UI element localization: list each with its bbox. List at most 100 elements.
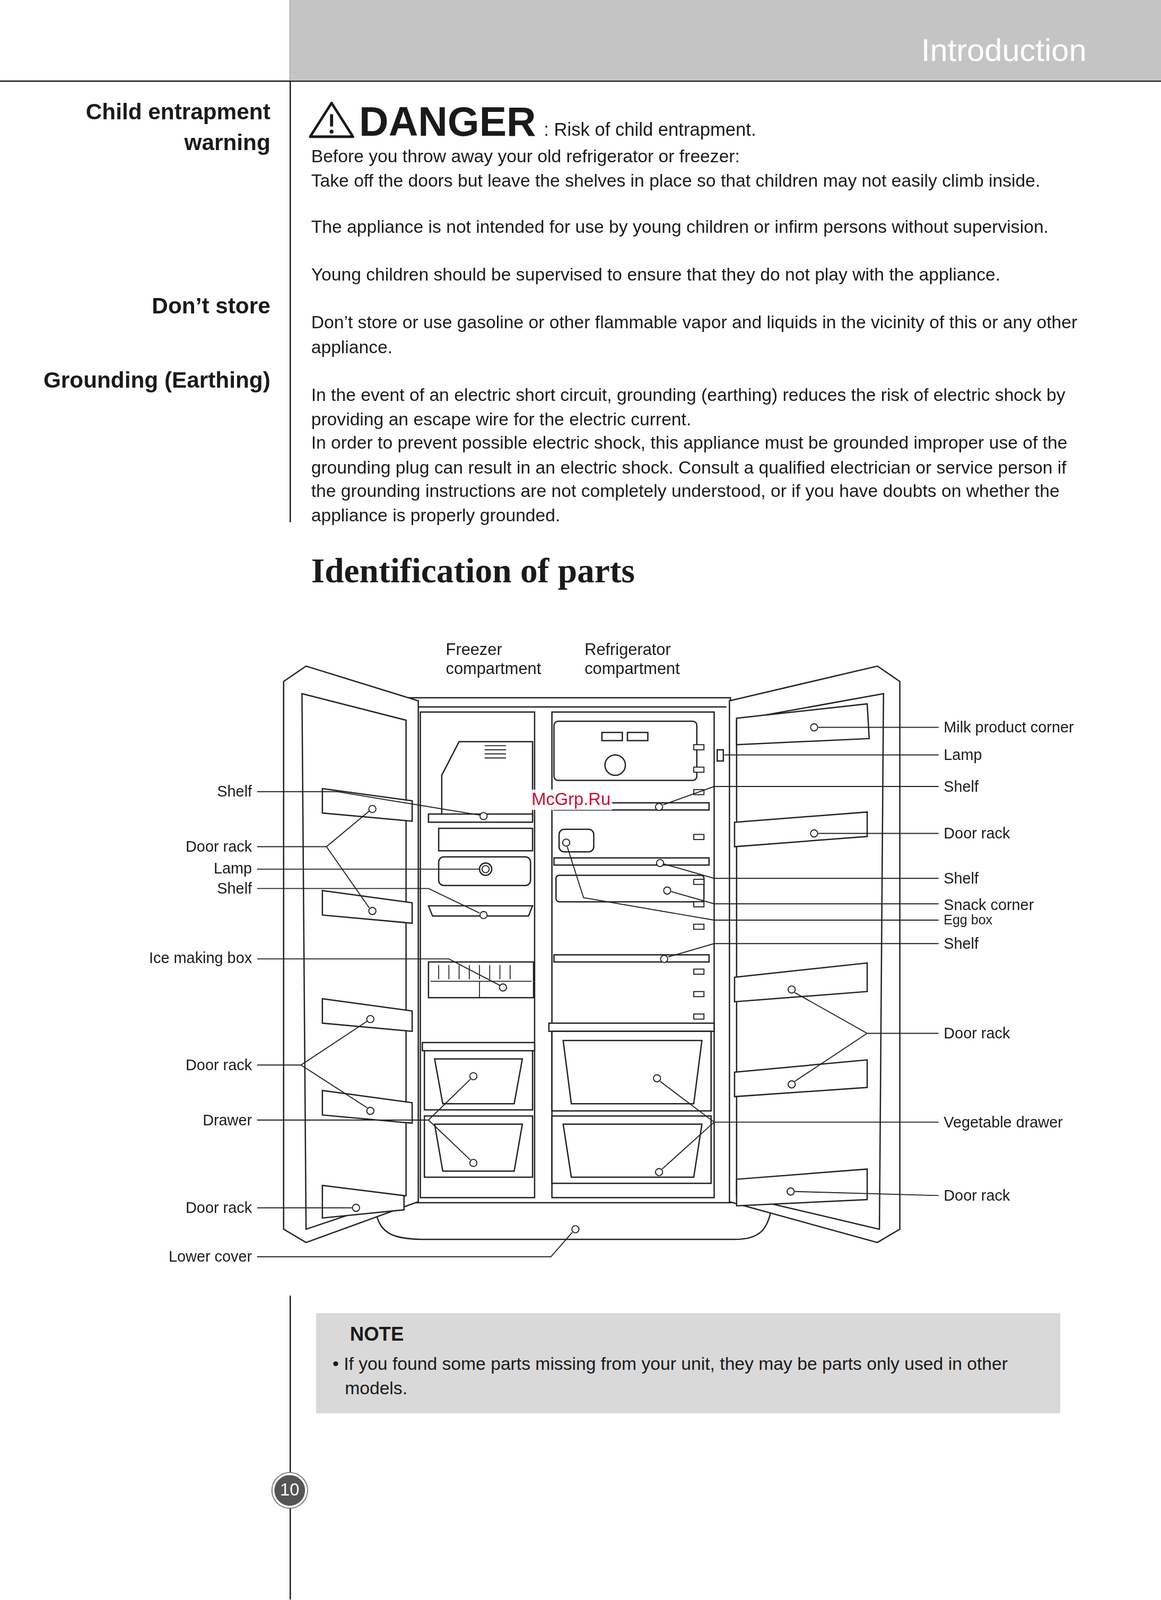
leader-line (257, 888, 480, 913)
fridge-cabinet (693, 969, 704, 975)
refrigerator-door (734, 1060, 868, 1097)
fridge-cabinet (468, 965, 470, 980)
leader-line (668, 943, 939, 957)
section-heading: Child entrapment warning (46, 97, 271, 159)
callout-dot (656, 859, 664, 867)
callout-dot (367, 1107, 374, 1115)
fridge-cabinet (484, 757, 506, 759)
part-label: Shelf (943, 777, 979, 797)
fridge-cabinet (509, 965, 511, 980)
fridge-cabinet (375, 1209, 772, 1240)
refrigerator-door (734, 812, 868, 847)
fridge-cabinet (605, 754, 626, 775)
fridge-cabinet (553, 721, 697, 781)
fridge-cabinet (424, 1050, 533, 1111)
leader-line (257, 727, 939, 1257)
fridge-cabinet (552, 712, 715, 1199)
freezer-door (283, 666, 419, 1243)
leader-line (566, 847, 939, 921)
part-label: Shelf (943, 934, 979, 954)
fridge-cabinet (693, 834, 704, 840)
leader-line (794, 1191, 939, 1197)
fridge-cabinet (484, 753, 506, 755)
fridge-cabinet (407, 697, 731, 1203)
fridge-cabinet (489, 965, 491, 980)
fridge-cabinet (438, 965, 440, 980)
leader-line (257, 1232, 573, 1257)
body-text: Take off the doors but leave the shelves… (311, 169, 1079, 194)
freezer-door (322, 1090, 413, 1124)
fridge-cabinet (559, 829, 594, 852)
leader-line (257, 958, 501, 986)
fridge-cabinet (553, 954, 709, 962)
fridge-cabinet (717, 749, 724, 762)
fridge-cabinet (693, 879, 704, 885)
fridge-cabinet (448, 965, 450, 980)
warning-icon (310, 102, 354, 137)
callout-dot (660, 955, 668, 963)
fridge-cabinet (548, 1023, 715, 1032)
callout-dot (499, 983, 507, 991)
compartment-label: Freezer compartment (446, 639, 567, 679)
part-label: Milk product corner (943, 718, 1074, 737)
body-text: Before you throw away your old refrigera… (311, 144, 1079, 169)
danger-subtitle: : Risk of child entrapment. (543, 118, 756, 141)
callout-dot (479, 812, 487, 820)
part-label: Door rack (943, 824, 1010, 843)
callout-dot (810, 723, 818, 731)
part-label: Snack corner (943, 895, 1034, 914)
fridge-cabinet (627, 732, 648, 741)
callout-dot (655, 803, 663, 811)
fridge-cabinet (424, 1115, 533, 1177)
fridge-cabinet (458, 965, 460, 980)
page-number-text: 10 (274, 1474, 305, 1506)
freezer-door (322, 788, 413, 822)
callout-dot (788, 985, 796, 993)
part-label: Door rack (943, 1024, 1010, 1043)
fridge-cabinet (601, 732, 623, 741)
fridge-cabinet (484, 749, 506, 751)
freezer-door (322, 1185, 405, 1219)
part-label: Door rack (60, 1198, 252, 1218)
section-heading: Grounding (Earthing) (15, 365, 271, 397)
fridge-cabinet (555, 875, 704, 902)
callout-dot (663, 887, 671, 895)
fridge-cabinet (693, 1014, 704, 1020)
fridge-cabinet (563, 1124, 703, 1178)
fridge-cabinet (441, 741, 533, 816)
fridge-cabinet (434, 1124, 522, 1172)
note-heading: NOTE (350, 1323, 1061, 1346)
callout-dot (367, 1015, 374, 1023)
part-label: Shelf (943, 869, 979, 888)
callout-dot (368, 907, 376, 915)
part-label: Egg box (943, 913, 993, 928)
refrigerator-door (729, 666, 900, 1243)
body-text: The appliance is not intended for use by… (311, 215, 1079, 240)
callout-dot (352, 1204, 360, 1212)
freezer-door (301, 693, 406, 1230)
warning-icon (329, 129, 334, 134)
fridge-cabinet (499, 965, 501, 980)
warning-icon (310, 102, 354, 137)
part-label: Lamp (60, 859, 252, 878)
fridge-cabinet (693, 767, 704, 773)
fridge-cabinet (484, 745, 506, 758)
fridge-cabinet (552, 1115, 712, 1184)
header-band: Introduction (289, 0, 1161, 81)
part-label: Door rack (60, 837, 252, 857)
leader-line (300, 1065, 368, 1108)
part-label: Shelf (60, 782, 252, 801)
leader-line (257, 1207, 353, 1209)
fridge-cabinet (438, 828, 533, 851)
leader-line (664, 863, 939, 879)
callout-dot (482, 865, 490, 873)
danger-heading: DANGER (359, 98, 536, 145)
leader-line (661, 1122, 714, 1169)
callout-dot (787, 1188, 794, 1195)
part-label: Drawer (60, 1111, 252, 1130)
leader-line (662, 786, 939, 806)
callout-dot (788, 1080, 796, 1088)
